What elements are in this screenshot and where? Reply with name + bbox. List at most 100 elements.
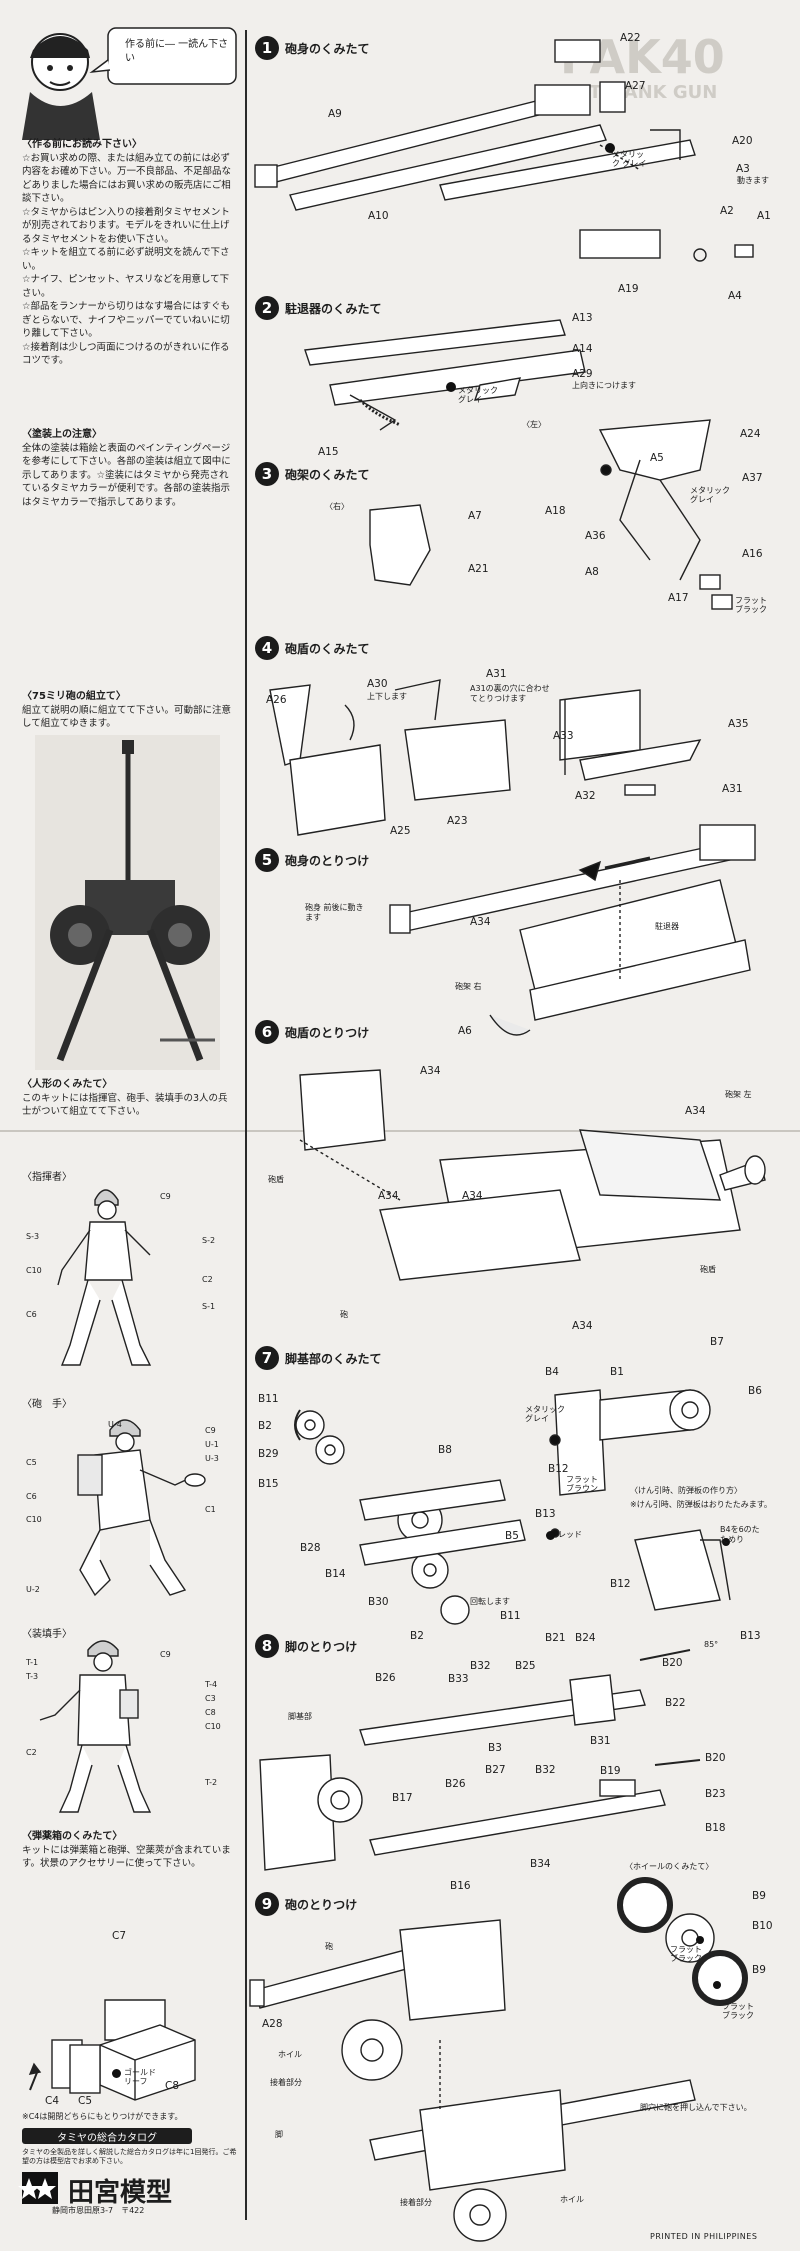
intro-heading: 〈作る前にお読み下さい〉 [22, 139, 142, 150]
part-label: A26 [266, 694, 287, 706]
part-label: T-4 [205, 1680, 218, 1689]
part-label: A34 [420, 1065, 441, 1077]
part-label: A35 [728, 718, 749, 730]
part-label: B13 [740, 1630, 761, 1642]
part-label: A30 [367, 678, 388, 690]
step-title: 駐退器のくみたて [285, 301, 382, 316]
step-title: 砲盾のくみたて [285, 641, 370, 656]
gunner-heading: 〈砲 手〉 [22, 1399, 72, 1410]
intro-line-5: ☆部品をランナーから切りはなす場合にはすぐもぎとらないで、ナイフやニッパーでてい… [22, 301, 231, 339]
rotate-note: 回転します [470, 1597, 510, 1606]
paint-heading: 〈塗装上の注意〉 [22, 429, 102, 440]
part-label: A1 [757, 210, 771, 222]
part-label: A32 [575, 790, 596, 802]
paint-callout: ゴールドリーフ [112, 2068, 162, 2086]
part-label: A23 [447, 815, 468, 827]
part-label: C4 [45, 2095, 60, 2107]
step-title: 砲身のとりつけ [285, 853, 370, 868]
part-label: A37 [742, 472, 763, 484]
part-label: B31 [590, 1735, 611, 1747]
paint-dots [446, 143, 730, 1989]
part-label: B2 [258, 1420, 272, 1432]
ammo-heading: 〈弾薬箱のくみたて〉 [22, 1831, 123, 1842]
part-label: C10 [26, 1266, 42, 1275]
gun-install [249, 1877, 748, 2242]
part-label: U-3 [205, 1454, 219, 1463]
part-label: B6 [748, 1385, 762, 1397]
part-label: U-2 [26, 1585, 40, 1594]
angle-note: 85° [704, 1640, 719, 1649]
part-label: C6 [26, 1492, 37, 1501]
a3-note: 動きます [737, 176, 769, 185]
part-label: C8 [165, 2080, 180, 2092]
paint-callout: メタリック グレイ [458, 386, 498, 404]
paint-callout: レッド [546, 1530, 582, 1540]
part-label: A8 [585, 566, 599, 578]
part-label: B20 [662, 1657, 683, 1669]
step-number: 2 [255, 296, 279, 320]
figure-heading: 〈人形のくみたて〉 [22, 1079, 113, 1090]
part-label: B7 [710, 1336, 724, 1348]
part-label: C10 [26, 1515, 42, 1524]
part-label: U-4 [108, 1420, 122, 1429]
fold-line [0, 1130, 800, 1132]
cartoon-soldier [22, 33, 100, 140]
part-label: B9 [752, 1890, 766, 1902]
part-label: A19 [618, 283, 639, 295]
part-label: A36 [585, 530, 606, 542]
leg-base-note: 脚基部 [288, 1712, 312, 1721]
column-divider [245, 30, 247, 2220]
paint-dot [112, 2069, 121, 2078]
barrel-assembly [254, 39, 754, 262]
figure-section: 〈人形のくみたて〉 このキットには指揮官、砲手、装填手の3人の兵士がついて組立て… [22, 1078, 237, 1119]
legs-assembly [259, 1649, 701, 1871]
part-label: A31 [486, 668, 507, 680]
spring-part-note-2: 接着部分 [400, 2198, 432, 2207]
intro-line-6: ☆接着剤は少しつ両面につけるのがきれいに作るコツです。 [22, 341, 230, 367]
part-label: A27 [625, 80, 646, 92]
paint-callout: メタリック グレイ [612, 150, 648, 168]
recoil-note: 駐退器 [655, 922, 679, 931]
part-label: B8 [438, 1444, 452, 1456]
speech-bubble [107, 27, 237, 85]
catalog-banner: タミヤの総合カタログ [22, 2128, 192, 2144]
part-label: C10 [205, 1722, 221, 1731]
wheel-note-left: ホイル [278, 2050, 302, 2059]
step-number: 1 [255, 36, 279, 60]
part-label: B25 [515, 1660, 536, 1672]
gunner-figure [77, 1419, 206, 1597]
part-label: B12 [610, 1578, 631, 1590]
part-label: A29 [572, 368, 593, 380]
part-label: C5 [26, 1458, 37, 1467]
part-label: C9 [160, 1192, 171, 1201]
part-label: B17 [392, 1792, 413, 1804]
printed-in: PRINTED IN PHILIPPINES [650, 2232, 758, 2241]
part-label: S-1 [202, 1302, 216, 1311]
part-label: B28 [300, 1542, 321, 1554]
part-label: A6 [458, 1025, 472, 1037]
part-label: A24 [740, 428, 761, 440]
part-label: B27 [485, 1764, 506, 1776]
part-label: A13 [572, 312, 593, 324]
part-label: B18 [705, 1822, 726, 1834]
part-label: C8 [205, 1708, 216, 1717]
step-title: 砲のとりつけ [285, 1897, 358, 1912]
part-label: B33 [448, 1673, 469, 1685]
paint-label: ゴールドリーフ [124, 2068, 156, 2086]
part-label: B32 [535, 1764, 556, 1776]
part-label: B15 [258, 1478, 279, 1490]
gun-note-2: 砲 [325, 1942, 333, 1951]
part-label: S-3 [26, 1232, 40, 1241]
part-label: B5 [505, 1530, 519, 1542]
part-label: A9 [328, 108, 342, 120]
part-label: T-2 [205, 1778, 218, 1787]
figure-body: このキットには指揮官、砲手、装填手の3人の兵士がついて組立てて下さい。 [22, 1092, 228, 1118]
intro-line-1: ☆お買い求めの際、または組み立ての前には必ず内容をお確め下さい。万一不良部品、不… [22, 152, 232, 205]
part-label: B16 [450, 1880, 471, 1892]
paint-callout: メタリック グレイ [690, 486, 730, 504]
